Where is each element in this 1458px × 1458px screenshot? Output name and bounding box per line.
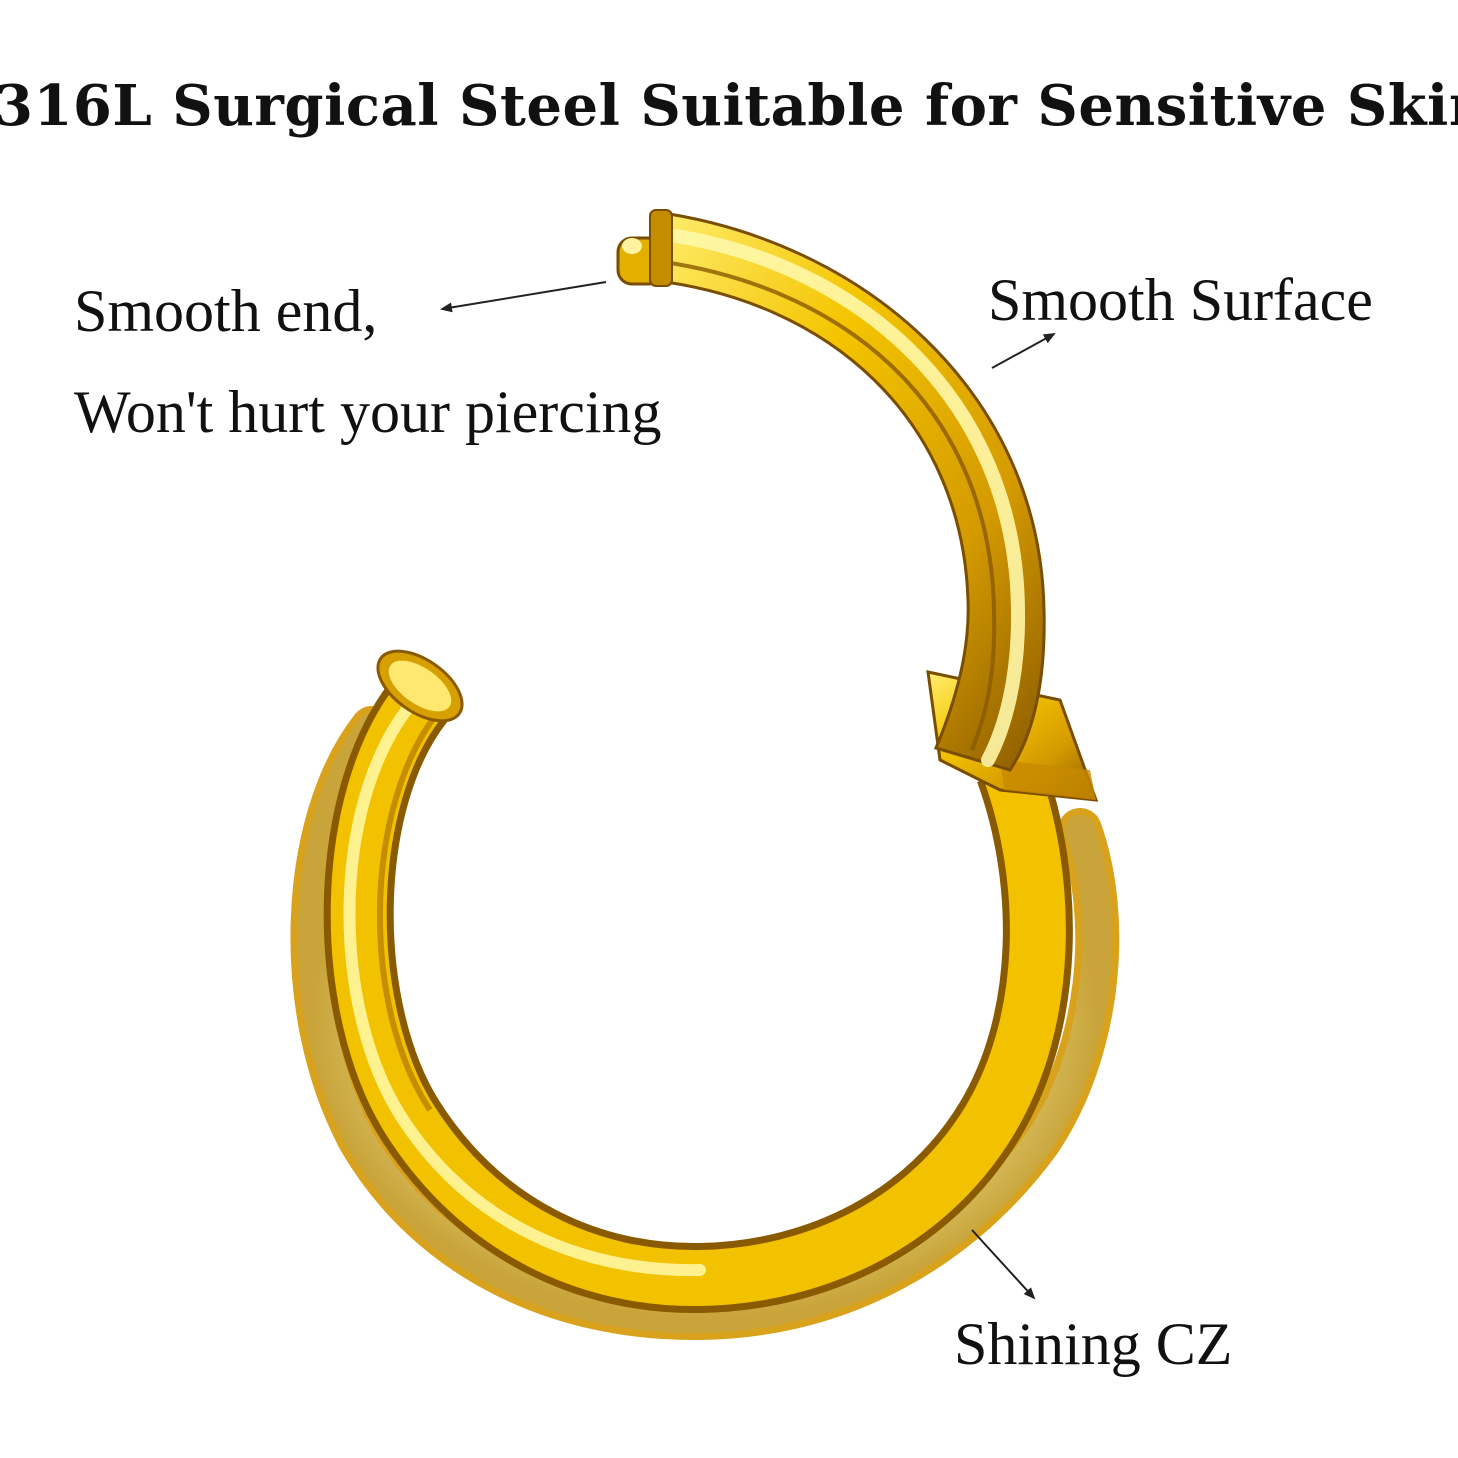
smooth-end-pin — [616, 209, 673, 287]
lower-ring-tube — [323, 678, 1073, 1314]
lower-ring-end-cap — [376, 649, 464, 723]
smooth-end-label: Smooth end, — [74, 278, 378, 344]
smooth-end-sublabel: Won't hurt your piercing — [74, 379, 662, 445]
shining-cz-label: Shining CZ — [954, 1311, 1233, 1377]
cz-band — [290, 706, 1120, 1341]
smooth-surface-label: Smooth Surface — [988, 267, 1373, 333]
headline-title: 316L Surgical Steel Suitable for Sensiti… — [0, 73, 1458, 139]
clicker-segment — [648, 210, 1046, 772]
